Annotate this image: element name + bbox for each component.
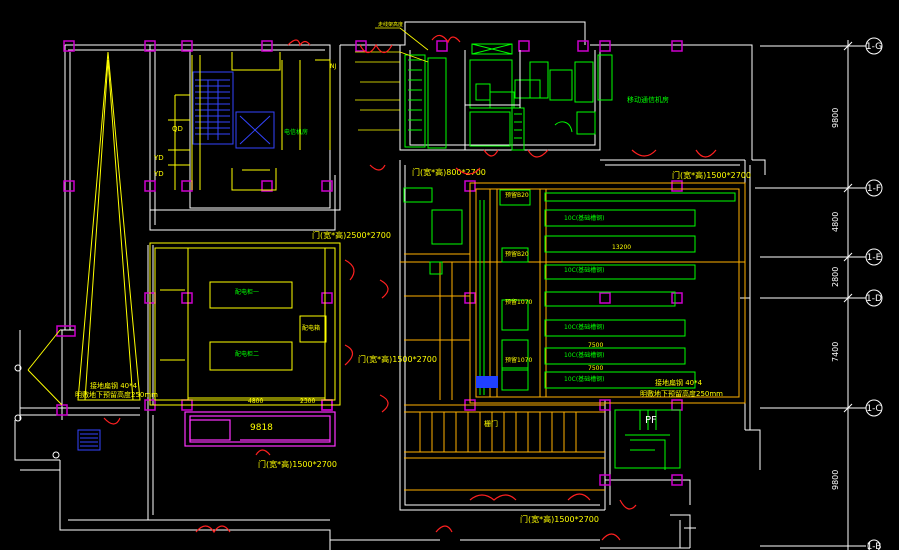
label-power-room: 电信机房 [284,128,308,136]
core-labels: QD YD YD NJ 电信机房 [153,63,336,178]
grounding-notes: 接地扁钢 40*4 明敷地下预留高度250mm 接地扁钢 40*4 明敷地下预留… [75,378,723,399]
top-room-callouts [355,27,429,131]
axis-label-c: 1-C [866,404,881,414]
axis-labels: 1-G 1-F 1-E 1-D 1-C 1-B [866,42,882,550]
stair-core-lines [168,52,331,191]
label-1070-b: 预留1070 [505,356,532,364]
ground-left-line2: 明敷地下预留高度250mm [75,390,158,399]
label-top-note: 走线架高度 [378,21,403,28]
magenta-annex [184,411,336,447]
label-cabinet-a: 配电柜一 [235,288,259,296]
ground-right-line2: 明敷地下预留高度250mm [640,389,723,398]
label-b20-a: 预留B20 [505,250,529,258]
top-room-labels: 走线架高度 移动通信机房 [378,21,669,104]
door-swings [103,34,717,541]
door-note-mid-left: 门(宽*高)2500*2700 [312,230,391,240]
equipment-racks [403,187,736,395]
cable-tray-outline [400,182,746,491]
door-note-bottom-left: 门(宽*高)1500*2700 [258,459,337,469]
axis-label-d: 1-D [866,294,882,304]
ground-left-line1: 接地扁钢 40*4 [90,381,138,390]
right-stair [614,409,681,470]
label-right-room: 移动通信机房 [627,95,669,104]
label-dim-4800: 4800 [248,398,263,405]
axis-dimensions: 9800 4800 2800 7400 9800 [831,108,840,490]
label-gate: 栅门 [484,419,498,428]
label-yd-2: YD [153,170,164,178]
top-equipment-room [404,43,613,151]
power-room-labels: 配电柜一 配电柜二 配电箱 4800 2300 [235,288,320,405]
axis-label-f: 1-F [867,184,881,194]
label-dim-13200: 13200 [612,244,631,251]
axis-dim-3: 2800 [831,267,840,287]
door-note-north-left: 门(宽*高)800*2700 [412,167,486,177]
label-box: 配电箱 [302,324,320,332]
axis-dim-5: 9800 [831,470,840,490]
outer-walls [14,21,766,550]
label-nj: NJ [330,63,336,70]
label-pf: PF [645,415,657,426]
label-dim-9818: 9818 [250,423,273,433]
label-b20-b: 预留B20 [505,191,529,199]
ground-right-line1: 接地扁钢 40*4 [655,378,703,387]
door-note-bottom-right: 门(宽*高)1500*2700 [520,514,599,524]
stair-core [77,71,275,451]
power-room [149,242,341,406]
axis-label-b: 1-B [867,542,882,550]
axis-grid [760,37,883,550]
label-qd: QD [172,125,183,133]
axis-label-e: 1-E [867,253,882,263]
door-note-inner: 门(宽*高)1500*2700 [358,354,437,364]
rack-label-1: 10C(基础槽钢) [564,214,605,222]
axis-dim-2: 4800 [831,212,840,232]
misc-marks [14,364,696,535]
door-notes: 门(宽*高)1500*2700 门(宽*高)800*2700 门(宽*高)250… [258,167,751,524]
label-dim-7500a: 7500 [588,342,603,349]
rack-label-2: 10C(基础槽钢) [564,266,605,274]
rack-label-4: 10C(基础槽钢) [564,351,605,359]
blue-cabinet [476,376,498,388]
rack-label-5: 10C(基础槽钢) [564,375,605,383]
label-dim-2300: 2300 [300,398,315,405]
label-1070-a: 预留1070 [505,298,532,306]
axis-dim-4: 7400 [831,342,840,362]
axis-dim-1: 9800 [831,108,840,128]
label-dim-7500b: 7500 [588,365,603,372]
left-shaft [27,51,141,406]
rack-label-3: 10C(基础槽钢) [564,323,605,331]
label-yd-1: YD [153,154,164,162]
axis-label-g: 1-G [866,42,882,52]
rack-labels: 10C(基础槽钢) 10C(基础槽钢) 10C(基础槽钢) 10C(基础槽钢) … [484,191,631,428]
door-note-north-right: 门(宽*高)1500*2700 [672,170,751,180]
top-room-walls [464,50,521,150]
label-cabinet-b: 配电柜二 [235,350,259,358]
